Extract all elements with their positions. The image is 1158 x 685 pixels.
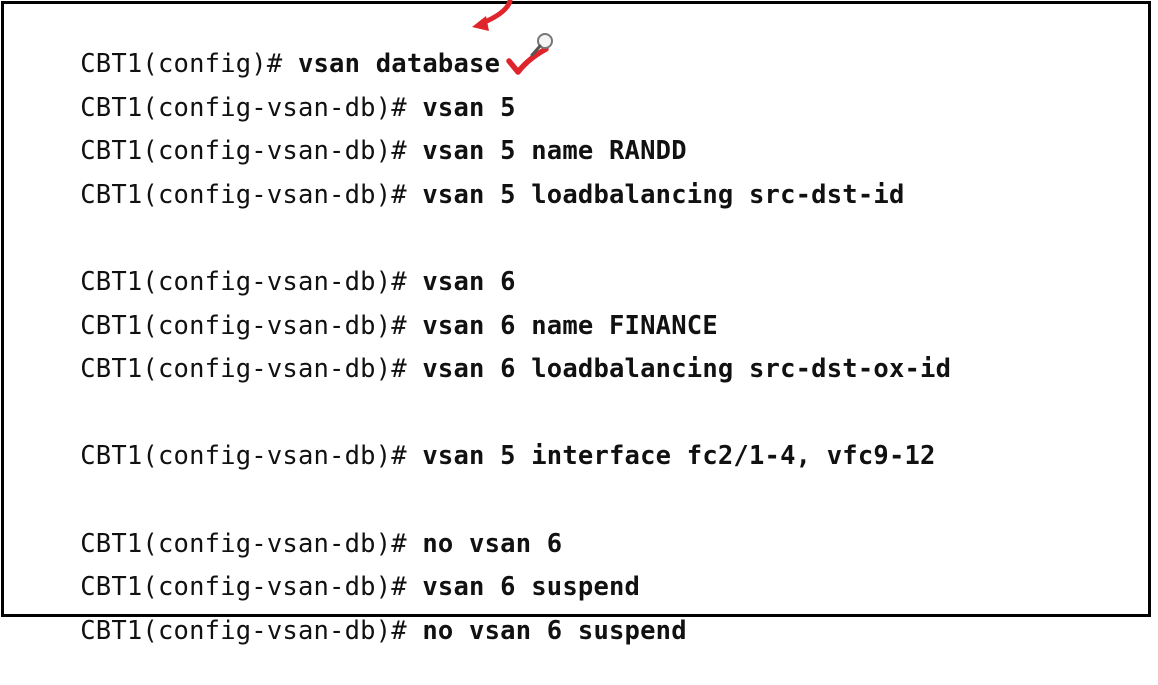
prompt-text: CBT1(config-vsan-db)# xyxy=(80,529,423,559)
command-text: vsan 5 interface fc2/1-4, vfc9-12 xyxy=(422,441,936,471)
terminal-line: CBT1(config-vsan-db)# vsan 5 xyxy=(18,54,516,123)
prompt-text: CBT1(config-vsan-db)# xyxy=(80,311,423,341)
command-text: vsan 5 xyxy=(422,93,516,123)
terminal-line: CBT1(config-vsan-db)# vsan 5 interface f… xyxy=(18,402,936,471)
prompt-text: CBT1(config-vsan-db)# xyxy=(80,616,423,646)
terminal-line: CBT1(config-vsan-db)# vsan 6 suspend xyxy=(18,533,640,602)
command-text: vsan 6 xyxy=(422,267,516,297)
prompt-text: CBT1(config-vsan-db)# xyxy=(80,572,423,602)
terminal-line: CBT1(config-vsan-db)# no vsan 6 xyxy=(18,490,562,559)
terminal-line: CBT1(config-vsan-db)# vsan 6 name FINANC… xyxy=(18,272,718,341)
prompt-text: CBT1(config-vsan-db)# xyxy=(80,441,423,471)
red-arrow-icon xyxy=(472,0,513,31)
command-text: no vsan 6 xyxy=(422,529,563,559)
prompt-text: CBT1(config-vsan-db)# xyxy=(80,180,423,210)
command-text: no vsan 6 suspend xyxy=(422,616,687,646)
command-text: vsan 5 loadbalancing src-dst-id xyxy=(422,180,905,210)
red-check-icon xyxy=(506,46,549,75)
command-text: vsan 6 loadbalancing src-dst-ox-id xyxy=(422,354,952,384)
prompt-text: CBT1(config-vsan-db)# xyxy=(80,267,423,297)
command-text: vsan 6 suspend xyxy=(422,572,641,602)
command-text: vsan database xyxy=(297,49,501,79)
terminal-line: CBT1(config)# vsan database xyxy=(18,10,500,79)
terminal-line: CBT1(config-vsan-db)# vsan 6 xyxy=(18,228,516,297)
terminal-line: CBT1(config-vsan-db)# vsan 6 loadbalanci… xyxy=(18,315,951,384)
terminal-window: CBT1(config)# vsan database CBT1(config-… xyxy=(1,1,1151,646)
prompt-text: CBT1(config-vsan-db)# xyxy=(80,93,423,123)
magnifier-icon xyxy=(530,33,553,57)
prompt-text: CBT1(config-vsan-db)# xyxy=(80,354,423,384)
command-text: vsan 6 name FINANCE xyxy=(422,311,718,341)
terminal-line: CBT1(config-vsan-db)# vsan 5 name RANDD xyxy=(18,97,687,166)
terminal-line: CBT1(config-vsan-db)# no vsan 6 suspend xyxy=(18,577,687,646)
terminal-line: CBT1(config-vsan-db)# vsan 5 loadbalanci… xyxy=(18,141,905,210)
command-text: vsan 5 name RANDD xyxy=(422,136,687,166)
prompt-text: CBT1(config-vsan-db)# xyxy=(80,136,423,166)
prompt-text: CBT1(config)# xyxy=(80,49,298,79)
